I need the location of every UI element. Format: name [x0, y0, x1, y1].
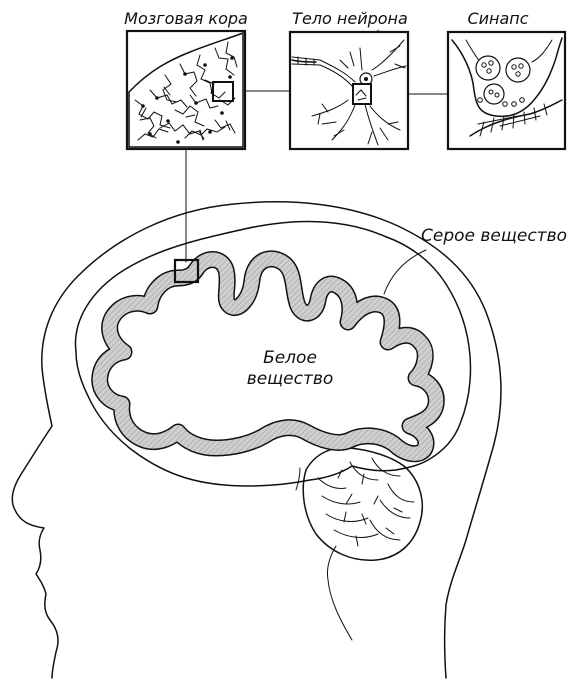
neuron-body-panel [288, 30, 410, 151]
cerebellum [302, 446, 423, 641]
cortex-label: Мозговая кора [124, 9, 248, 28]
gray-matter-pointer [383, 249, 427, 295]
gray-matter-label: Серое вещество [421, 226, 567, 246]
brain-zoom-marker [173, 258, 200, 284]
synapse-panel [446, 30, 567, 151]
synapse-sketch [451, 37, 563, 137]
cortex-zoom-marker [212, 81, 234, 102]
synapse-label: Синапс [467, 9, 528, 28]
cortex-cell-bodies [141, 56, 234, 144]
neuron-zoom-marker [352, 83, 372, 105]
gray-matter-band [91, 250, 445, 463]
gray-matter-fill [92, 251, 444, 461]
cortex-panel [125, 29, 247, 151]
neuron-body-label: Тело нейрона [292, 9, 408, 28]
white-matter-label-line2: вещество [247, 369, 334, 389]
white-matter-label-line1: Белое [263, 348, 317, 368]
brain-outline [74, 220, 472, 491]
head-outline [11, 201, 502, 679]
